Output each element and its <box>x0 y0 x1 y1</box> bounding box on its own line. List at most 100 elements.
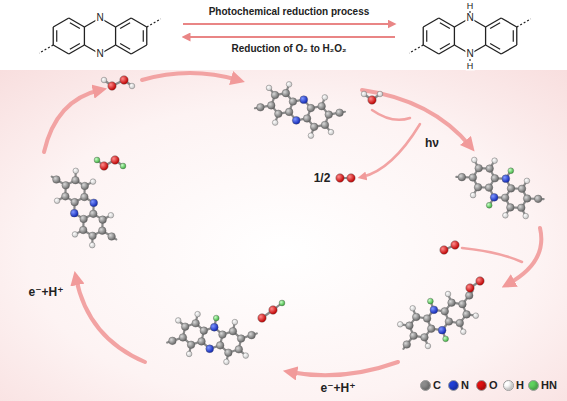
skeletal-structures <box>39 11 531 61</box>
skeletal-bond <box>69 18 85 27</box>
cycle-label: 1/2 <box>314 172 331 184</box>
atom-ball <box>269 306 277 314</box>
atom-ball <box>285 108 293 116</box>
skeletal-bond <box>69 45 85 54</box>
atom-ball <box>53 176 61 184</box>
atom-ball <box>111 156 119 164</box>
skeletal-double-bond <box>440 44 450 50</box>
skeletal-bond <box>84 27 85 45</box>
atom-ball <box>62 193 70 201</box>
atom-ball <box>99 216 107 224</box>
atom-ball <box>445 318 453 326</box>
legend-swatch <box>420 380 431 391</box>
atom-ball <box>195 311 201 317</box>
atom-ball <box>406 322 414 330</box>
atom-ball <box>272 120 278 126</box>
atom-ball <box>486 165 494 173</box>
atom-ball <box>101 77 107 83</box>
skeletal-bond <box>53 27 54 45</box>
atom-label: N <box>95 49 104 59</box>
atom-ball <box>518 185 526 193</box>
atom-ball <box>471 157 477 163</box>
skeletal-bond <box>146 27 147 45</box>
atom-label: N <box>465 49 474 59</box>
atom-ball <box>476 277 484 285</box>
legend-text: HN <box>541 380 557 391</box>
atom-ball <box>235 346 243 354</box>
atom-ball <box>397 322 403 328</box>
skeletal-double-bond <box>513 30 514 42</box>
atom-ball <box>216 342 224 350</box>
arrow-label: Photochemical reduction process <box>209 7 370 17</box>
atom-ball <box>486 202 492 208</box>
atom-ball <box>361 91 367 97</box>
cycle-arrow <box>44 90 100 152</box>
atom-ball <box>421 334 429 342</box>
skeletal-bond <box>423 27 424 45</box>
atom-ball <box>108 233 116 241</box>
atom-ball <box>187 341 195 349</box>
atom-ball <box>271 91 279 99</box>
atom-ball <box>463 311 471 319</box>
skeletal-double-bond <box>440 23 450 29</box>
atom-ball <box>318 102 326 110</box>
arrow-label: Reduction of O₂ to H₂O₂ <box>232 44 347 54</box>
skeletal-bond <box>53 45 69 54</box>
atom-ball <box>456 319 464 327</box>
atom-ball <box>224 359 230 365</box>
atom-ball <box>292 116 300 124</box>
skeletal-double-bond <box>490 23 500 29</box>
atom-ball <box>257 104 265 112</box>
atom-ball <box>491 174 499 182</box>
atom-ball <box>248 331 256 339</box>
skeletal-double-bond <box>426 30 427 42</box>
skeletal-bond <box>131 18 147 27</box>
atom-ball <box>325 111 333 119</box>
atom-ball <box>98 227 106 235</box>
polymer-link <box>517 19 531 27</box>
atom-ball <box>81 193 89 201</box>
skeletal-bond <box>439 45 455 54</box>
atom-ball <box>229 327 237 335</box>
atom-ball <box>70 209 78 217</box>
atom-ball <box>289 98 297 106</box>
legend-text: N <box>461 380 469 391</box>
atom-ball <box>181 323 189 331</box>
legend-swatch <box>476 380 487 391</box>
atom-ball <box>175 318 181 324</box>
atom-ball <box>410 305 416 311</box>
atom-ball <box>90 210 98 218</box>
atom-ball <box>232 319 238 325</box>
cycle-arrow <box>362 90 470 146</box>
atom-ball <box>94 157 100 163</box>
atom-ball <box>502 175 510 183</box>
atom-ball <box>258 314 266 322</box>
atom-ball <box>368 96 376 104</box>
atom-ball <box>79 226 87 234</box>
atom-ball <box>303 115 311 123</box>
atom-ball <box>451 241 459 249</box>
atom-ball <box>425 343 431 349</box>
atom-label: H <box>466 2 475 11</box>
atom-ball <box>266 85 272 91</box>
skeletal-bond <box>116 45 132 54</box>
atom-ball <box>427 325 435 333</box>
atom-ball <box>443 336 449 342</box>
skeletal-bond <box>486 18 502 27</box>
atom-ball <box>475 164 483 172</box>
atom-ball <box>186 351 192 357</box>
atom-ball <box>412 313 420 321</box>
reaction-arrow <box>186 36 395 38</box>
atom-ball <box>508 168 514 174</box>
cycle-arrow <box>508 228 541 284</box>
branch-arrow <box>462 248 522 262</box>
atom-ball <box>210 323 218 331</box>
atom-ball <box>169 337 177 345</box>
atom-ball <box>200 327 208 335</box>
skeletal-double-bond <box>70 23 80 29</box>
atom-ball <box>377 91 383 97</box>
atom-ball <box>445 291 451 297</box>
skeletal-bond <box>116 18 132 27</box>
atom-ball <box>410 332 418 340</box>
atom-ball <box>300 96 308 104</box>
